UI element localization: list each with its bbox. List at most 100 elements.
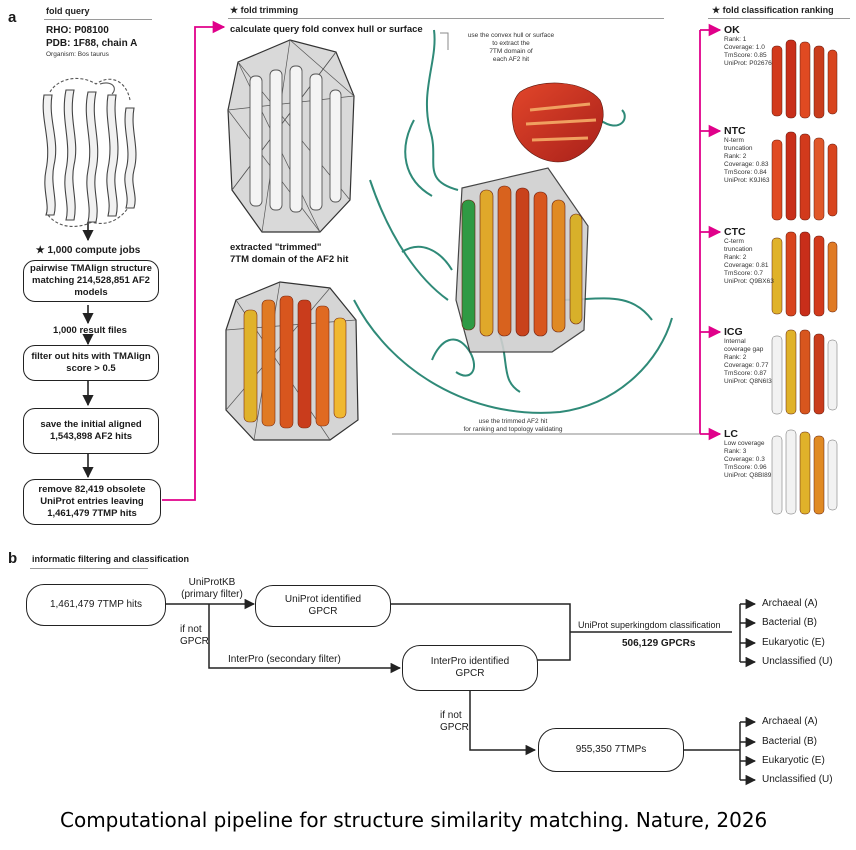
rank-ntc-line: UniProt: K9JI63: [724, 177, 770, 184]
fold-query-rule: [44, 19, 152, 20]
rho-id: RHO: P08100: [46, 25, 109, 36]
step-tmalign: pairwise TMAlign structure matching 214,…: [23, 260, 159, 302]
tmp-class-unclassified: Unclassified (U): [762, 774, 833, 785]
step-filter: filter out hits with TMAlign score > 0.5: [23, 345, 159, 381]
extracted-line-1: extracted "trimmed": [230, 242, 322, 253]
extracted-label: extracted "trimmed" 7TM domain of the AF…: [230, 242, 348, 266]
magenta-connectors: [162, 20, 722, 501]
query-fold-structure: [42, 77, 137, 227]
note-convex-line-4: each AF2 hit: [492, 56, 530, 63]
panel-b-connectors: [165, 598, 757, 786]
rank-lc-line: UniProt: Q8BI89: [724, 472, 772, 479]
rank-ctc-line: TmScore: 0.7: [724, 270, 764, 277]
hits-text: 1,461,479 7TMP hits: [49, 599, 143, 610]
rank-lc-line: TmScore: 0.96: [724, 464, 767, 471]
if-not-gpcr-2: if not GPCR: [440, 710, 469, 734]
step-filter-text: filter out hits with TMAlign score > 0.5: [31, 351, 151, 374]
trimmed-hull-illustration: [225, 281, 359, 441]
rank-ok-line: UniProt: P02676: [724, 60, 772, 67]
if-not-line-1: if not: [180, 624, 202, 635]
fold-trimming-header: ★ fold trimming: [230, 5, 299, 15]
structure-ctc: [771, 231, 838, 317]
step-save-text: save the initial aligned 1,543,898 AF2 h…: [40, 419, 142, 442]
rank-ntc-line: Rank: 2: [724, 153, 747, 160]
step-remove-text: remove 82,419 obsolete UniProt entries l…: [38, 484, 146, 519]
tmp-box: 955,350 7TMPs: [538, 728, 684, 772]
uniprot-gpcr-line-2: GPCR: [308, 606, 338, 617]
tmp-class-archaeal: Archaeal (A): [762, 716, 818, 727]
rank-ctc-line: Rank: 2: [724, 254, 747, 261]
interpro-gpcr-line-2: GPCR: [455, 668, 485, 679]
note-trimmed-line-2: for ranking and topology validating: [463, 426, 563, 433]
tmp-count-text: 955,350 7TMPs: [575, 744, 647, 755]
tmp-class-bacterial: Bacterial (B): [762, 736, 818, 747]
compute-jobs-label: ★ 1,000 compute jobs: [35, 245, 141, 256]
rank-icg-label: ICG: [724, 326, 743, 338]
note-trimmed: use the trimmed AF2 hit for ranking and …: [438, 418, 588, 434]
rank-icg-line: UniProt: Q8N6I3: [724, 378, 772, 385]
pdb-id: PDB: 1F88, chain A: [46, 38, 138, 49]
rank-lc: LC Low coverage Rank: 3 Coverage: 0.3 Tm…: [724, 428, 774, 480]
structure-lc: [771, 429, 838, 515]
ranking-header: ★ fold classification ranking: [712, 5, 834, 15]
uniprot-gpcr-box: UniProt identified GPCR: [255, 585, 391, 627]
rank-ctc-label: CTC: [724, 226, 746, 238]
hits-box: 1,461,479 7TMP hits: [26, 584, 166, 626]
step-tmalign-text: pairwise TMAlign structure matching 214,…: [30, 263, 152, 298]
uniprotkb-line-2: (primary filter): [181, 589, 243, 600]
rank-ntc-line: N-term truncation: [724, 137, 753, 152]
interpro-gpcr-box: InterPro identified GPCR: [402, 645, 538, 691]
rank-icg-line: TmScore: 0.87: [724, 370, 767, 377]
if-not-b-line-1: if not: [440, 710, 462, 721]
note-convex-line-1: use the convex hull or surface: [467, 32, 555, 39]
if-not-gpcr-1: if not GPCR: [180, 624, 209, 648]
rank-icg-line: Rank: 2: [724, 354, 747, 361]
step-result-files: 1,000 result files: [53, 325, 127, 336]
fold-query-header: fold query: [46, 6, 90, 16]
uniprotkb-label: UniProtKB (primary filter): [172, 577, 252, 601]
rank-ntc-line: TmScore: 0.84: [724, 169, 767, 176]
rank-icg: ICG Internal coverage gap Rank: 2 Covera…: [724, 326, 774, 386]
gpcr-class-archaeal: Archaeal (A): [762, 598, 818, 609]
convex-hull-illustration: [227, 39, 355, 233]
rank-ok-line: Coverage: 1.0: [724, 44, 765, 51]
step-save: save the initial aligned 1,543,898 AF2 h…: [23, 408, 159, 454]
gpcr-count: 506,129 GPCRs: [622, 638, 696, 649]
if-not-line-2: GPCR: [180, 636, 209, 647]
rank-icg-line: Internal coverage gap: [724, 338, 764, 353]
gpcr-class-eukaryotic: Eukaryotic (E): [762, 637, 825, 648]
panel-a-letter: a: [8, 9, 17, 26]
superkingdom-label: UniProt superkingdom classification: [578, 620, 721, 630]
note-leader-lines: [392, 32, 700, 435]
rank-lc-line: Rank: 3: [724, 448, 747, 455]
rank-ok-line: TmScore: 0.85: [724, 52, 767, 59]
panel-b-letter: b: [8, 550, 18, 567]
rank-lc-line: Coverage: 0.3: [724, 456, 765, 463]
note-convex-line-3: 7TM domain of: [489, 48, 533, 55]
rank-ctc-line: C-term truncation: [724, 238, 753, 253]
rank-ok: OK Rank: 1 Coverage: 1.0 TmScore: 0.85 U…: [724, 24, 774, 68]
rank-ntc-label: NTC: [724, 125, 746, 137]
interpro-gpcr-line-1: InterPro identified: [430, 656, 510, 667]
rank-ntc: NTC N-term truncation Rank: 2 Coverage: …: [724, 125, 774, 185]
structure-ok: [771, 39, 838, 119]
rank-lc-label: LC: [724, 428, 738, 440]
af2-hit-illustration: [353, 29, 673, 414]
interpro-filter-label: InterPro (secondary filter): [228, 654, 341, 665]
if-not-b-line-2: GPCR: [440, 722, 469, 733]
fold-trimming-rule: [228, 18, 664, 19]
structure-icg: [771, 329, 838, 415]
panel-b-header: informatic filtering and classification: [32, 554, 190, 564]
rank-ctc-line: Coverage: 0.81: [724, 262, 769, 269]
figure-caption: Computational pipeline for structure sim…: [60, 808, 768, 832]
rank-ctc-line: UniProt: Q9BX63: [724, 278, 774, 285]
note-trimmed-line-1: use the trimmed AF2 hit: [478, 418, 548, 425]
ranking-rule: [708, 18, 850, 19]
rank-ok-label: OK: [724, 24, 740, 36]
note-convex: use the convex hull or surface to extrac…: [452, 32, 570, 64]
rank-ok-line: Rank: 1: [724, 36, 747, 43]
rank-ntc-line: Coverage: 0.83: [724, 161, 769, 168]
tmp-class-eukaryotic: Eukaryotic (E): [762, 755, 825, 766]
convex-hull-label: calculate query fold convex hull or surf…: [230, 24, 423, 35]
